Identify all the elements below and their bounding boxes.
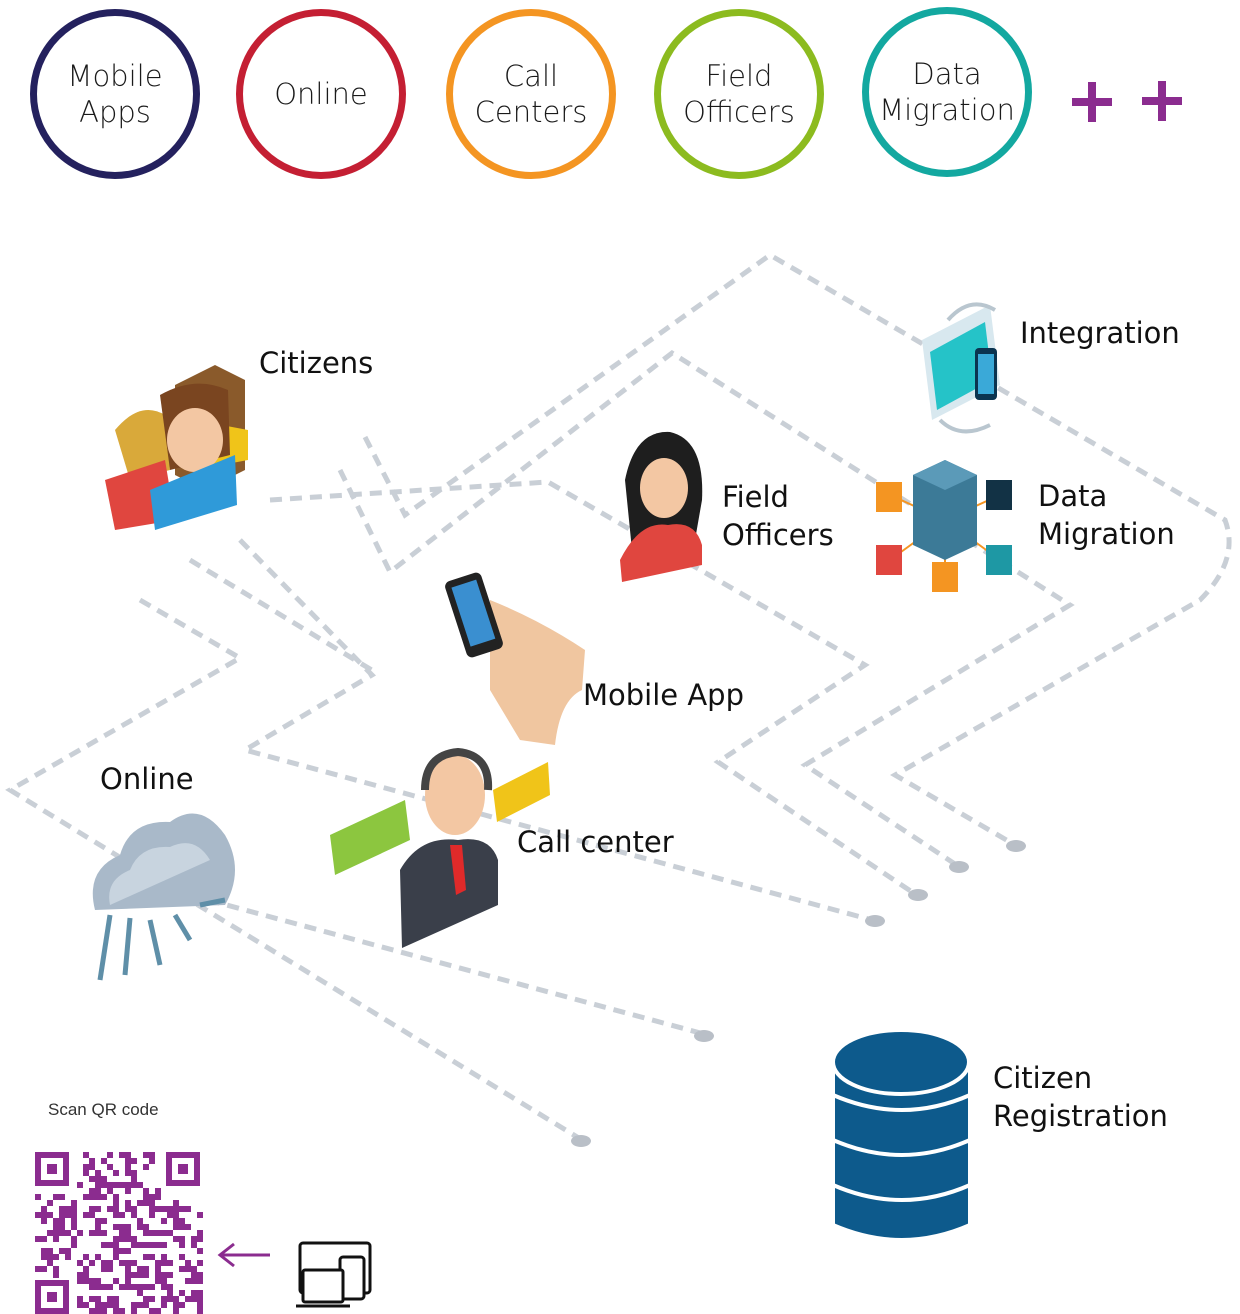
plus-icon xyxy=(1072,82,1112,122)
label-integration: Integration xyxy=(1020,316,1180,350)
channel-data-migration-label: Data Migration xyxy=(879,56,1015,127)
channel-mobile-apps: Mobile Apps xyxy=(30,9,200,179)
channel-mobile-apps-label: Mobile Apps xyxy=(67,58,163,129)
channel-online-label: Online xyxy=(274,76,368,111)
integration-icon xyxy=(922,302,1000,434)
channel-field-officers-label: Field Officers xyxy=(683,58,795,129)
connector-endpoints xyxy=(571,840,1026,1147)
channel-call-centers: Call Centers xyxy=(446,9,616,179)
label-citizen-registration: Citizen Registration xyxy=(993,1061,1168,1134)
connector-paths xyxy=(5,252,1232,1143)
data-migration-icon xyxy=(876,460,1012,592)
channel-online: Online xyxy=(236,9,406,179)
label-field-officers: Field Officers xyxy=(722,480,834,553)
database-icon xyxy=(831,1028,972,1242)
cloud-icon xyxy=(92,813,236,981)
qr-code xyxy=(35,1152,203,1314)
label-citizens: Citizens xyxy=(259,346,374,380)
label-data-migration: Data Migration xyxy=(1038,479,1175,552)
channel-data-migration: Data Migration xyxy=(862,7,1032,177)
call-center-icon xyxy=(330,747,550,948)
field-officer-icon xyxy=(620,431,703,582)
channel-call-centers-label: Call Centers xyxy=(474,58,588,129)
arrow-left-icon xyxy=(217,1242,270,1268)
devices-icon xyxy=(296,1241,372,1308)
label-online: Online xyxy=(100,762,194,796)
plus-icon xyxy=(1142,81,1182,121)
label-call-center: Call center xyxy=(517,825,674,859)
mobile-app-icon xyxy=(445,572,585,745)
channel-field-officers: Field Officers xyxy=(654,9,824,179)
qr-caption: Scan QR code xyxy=(48,1100,159,1119)
citizens-icon xyxy=(105,365,248,530)
label-mobile-app: Mobile App xyxy=(583,678,745,712)
